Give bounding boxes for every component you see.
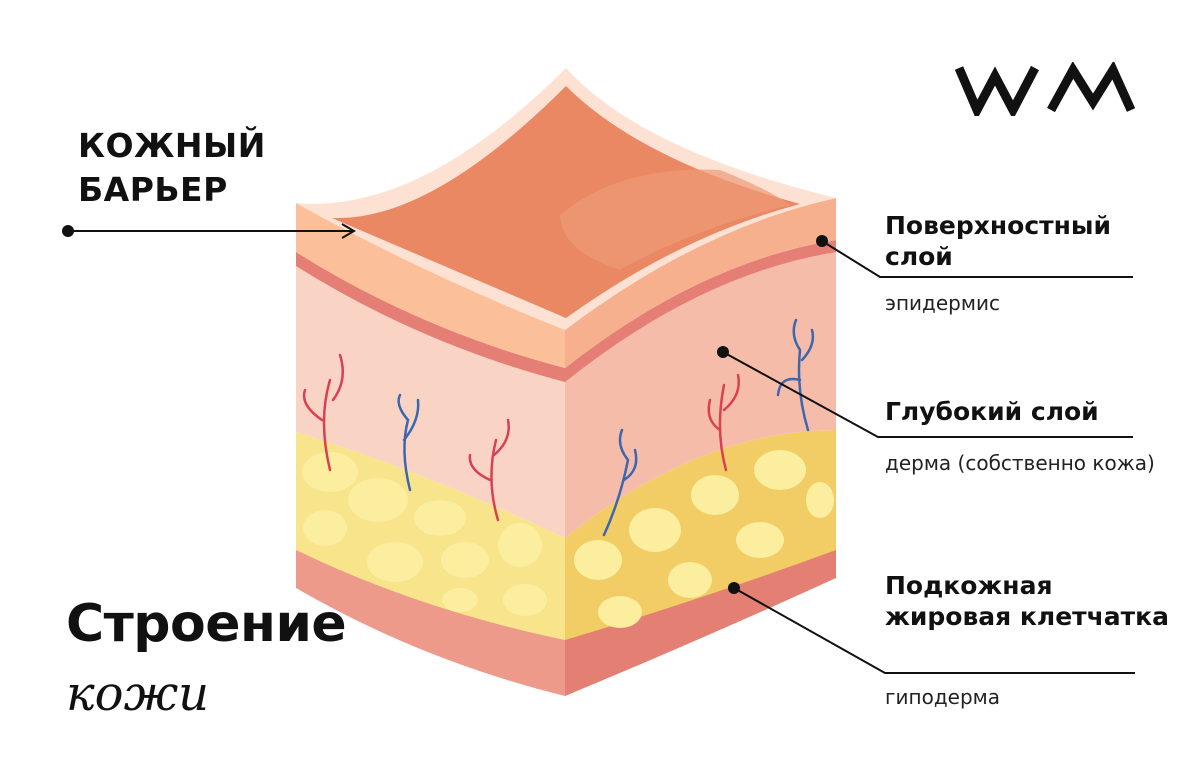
dermis-subtitle: дерма (собственно кожа) xyxy=(885,451,1155,475)
epidermis-left xyxy=(296,203,565,368)
dermis-right xyxy=(565,250,836,538)
skin-barrier-line2: БАРЬЕР xyxy=(78,169,228,209)
blood-vessels xyxy=(302,318,815,537)
fat-cells xyxy=(302,450,834,628)
logo xyxy=(955,62,1135,116)
top-highlight xyxy=(560,169,790,270)
page-title-line1: Строение xyxy=(66,594,347,654)
epidermis-subtitle: эпидермис xyxy=(885,291,1000,315)
barrier-arrow xyxy=(341,223,356,239)
page-title-line2: кожи xyxy=(66,666,210,722)
basal-line xyxy=(296,240,836,382)
hypodermis-title: Подкожная жировая клетчатка xyxy=(885,571,1169,632)
skin-barrier-label: КОЖНЫЙ БАРЬЕР xyxy=(78,124,338,212)
top-surface xyxy=(332,86,800,318)
skin-barrier-line1: КОЖНЫЙ xyxy=(78,126,266,165)
epidermis-title: Поверхностный слой xyxy=(885,211,1112,272)
epidermis-right xyxy=(565,198,836,368)
dermis-left xyxy=(296,265,565,538)
bottom-band-right xyxy=(565,540,836,696)
dermis-title: Глубокий слой xyxy=(885,397,1099,426)
hypodermis-subtitle: гиподерма xyxy=(885,685,1000,709)
